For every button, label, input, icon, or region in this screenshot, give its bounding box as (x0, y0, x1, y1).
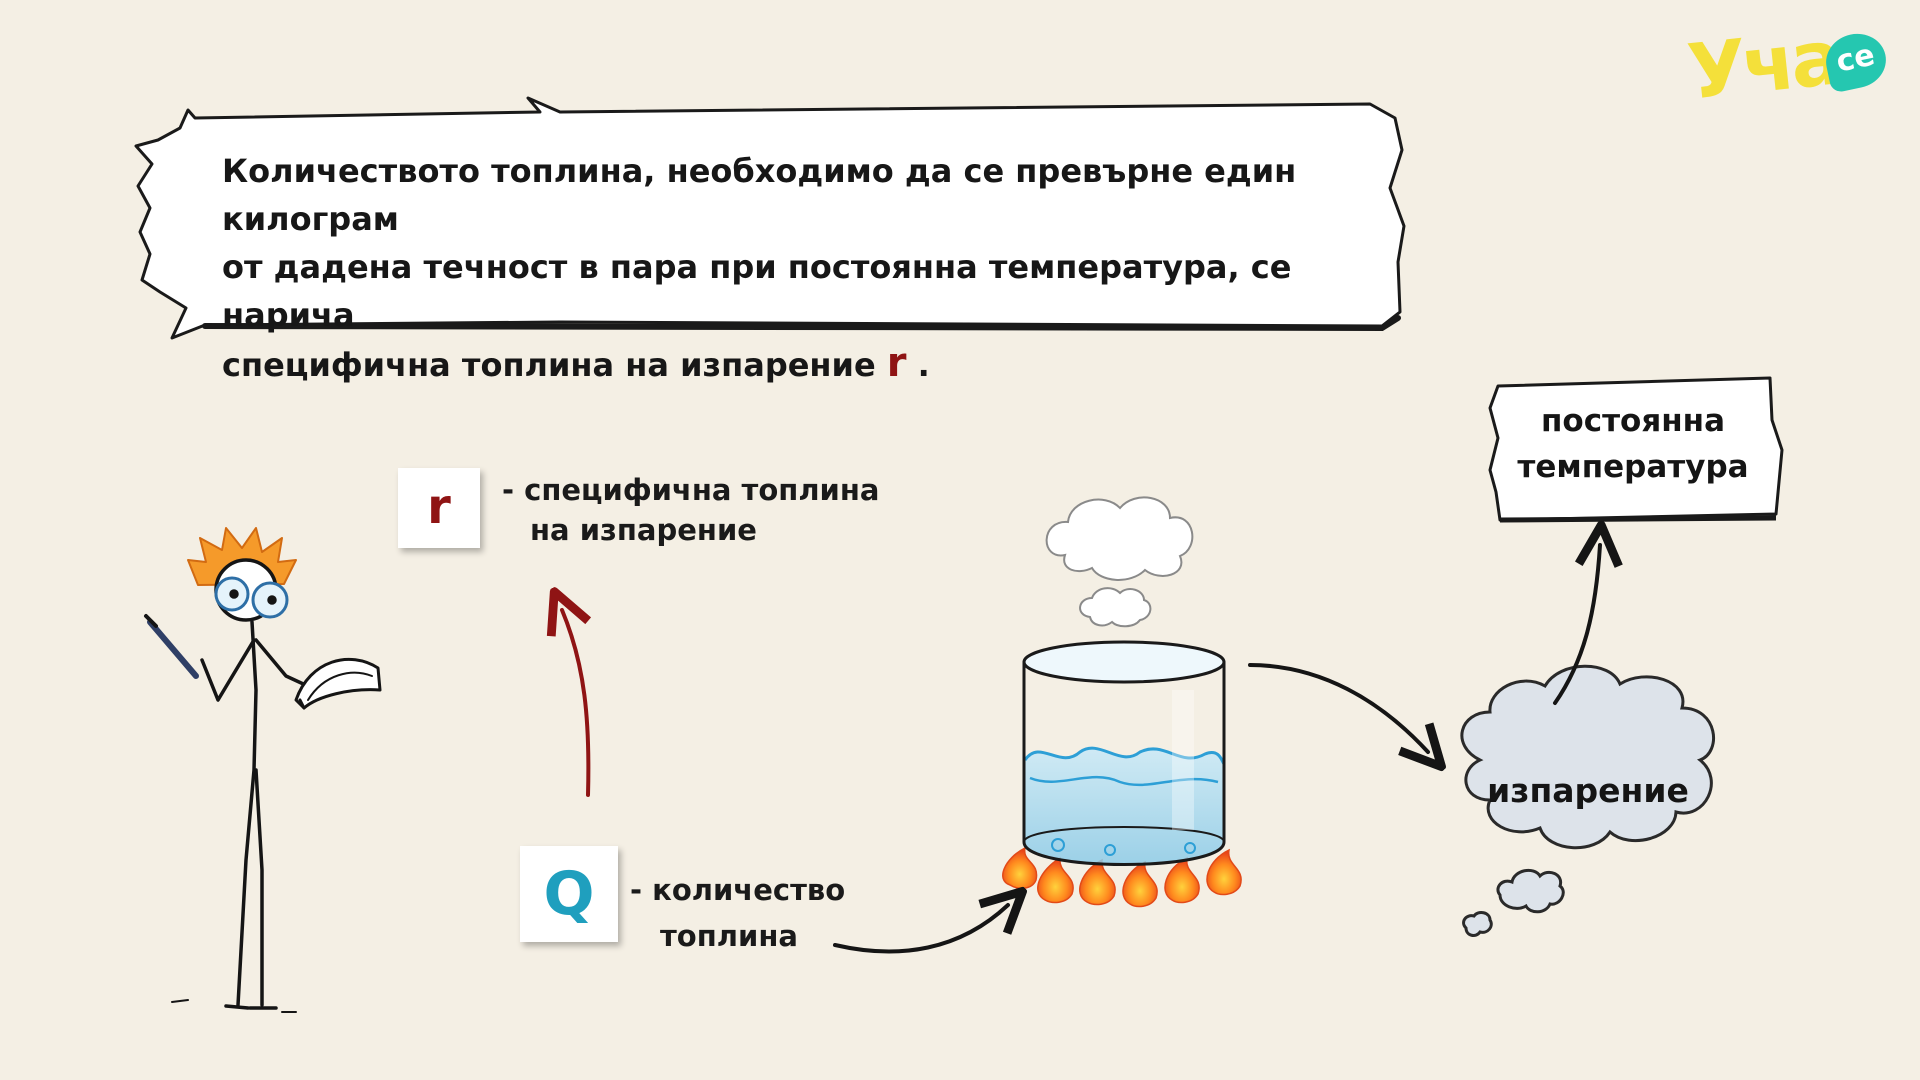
definition-line-2: от дадена течност в пара при постоянна т… (222, 248, 1292, 334)
logo-text: Уча (1683, 12, 1843, 117)
constant-temperature-line-2: температура (1517, 449, 1749, 485)
arrow-q-to-pot (833, 905, 1008, 954)
arrow-q-to-r (562, 610, 588, 797)
definition-end: . (917, 346, 930, 384)
pot-of-water (1022, 640, 1226, 866)
definition-line-1: Количеството топлина, необходимо да се п… (222, 152, 1297, 238)
legend-q-label: - количество топлина (630, 867, 845, 959)
constant-temperature-note (1488, 376, 1784, 523)
symbol-card-q: Q (520, 846, 618, 942)
arrow-evaporation-to-constant (1553, 545, 1600, 705)
constant-temperature-label: постоянна температура (1488, 398, 1778, 490)
legend-r-label: - специфична топлина на изпарение (502, 470, 879, 550)
legend-q-line-2: топлина (660, 919, 798, 953)
logo: Уча (1684, 12, 1843, 116)
legend-r-line-1: - специфична топлина (502, 473, 880, 507)
definition-banner (134, 96, 1406, 340)
definition-symbol-r: r (886, 340, 907, 386)
legend-r-line-2: на изпарение (530, 513, 757, 547)
burner-flames (1002, 846, 1242, 908)
definition-line-3-text: специфична топлина на изпарение (222, 346, 876, 384)
definition-line-3: специфична топлина на изпарение r . (222, 339, 1402, 389)
evaporation-cloud (1460, 664, 1715, 937)
constant-temperature-line-1: постоянна (1540, 403, 1726, 439)
evaporation-label: изпарение (1487, 771, 1689, 810)
definition-text: Количеството топлина, необходимо да се п… (222, 147, 1402, 389)
symbol-card-r: r (398, 468, 480, 548)
scientist-character (144, 527, 382, 1013)
legend-q-line-1: - количество (630, 873, 846, 907)
arrow-pot-to-evaporation (1248, 663, 1428, 752)
